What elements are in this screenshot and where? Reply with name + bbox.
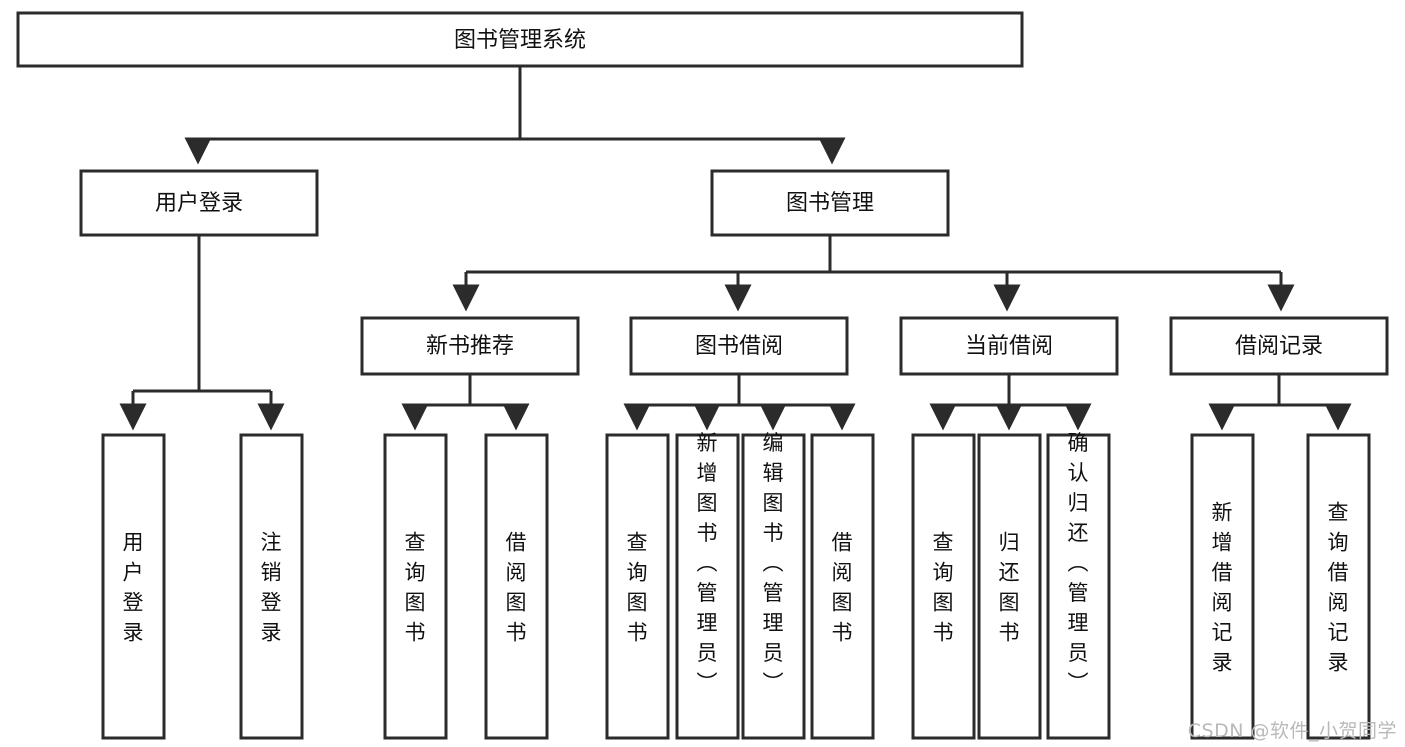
leaf-user-login-box (101, 433, 166, 740)
leaf-current-query-book-box (911, 433, 976, 740)
leaf-current-confirm-return-box (1046, 433, 1111, 740)
leaf-borrow-query-book-label: 查询图书 (627, 531, 648, 645)
leaf-record-add-label: 新增借阅记录 (1212, 501, 1233, 675)
leaf-borrow-query-book[interactable]: 查询图书 (605, 433, 670, 740)
node-current-borrow-label: 当前借阅 (965, 334, 1053, 359)
leaf-borrow-edit-book-box (741, 433, 806, 740)
leaf-current-return-book[interactable]: 归还图书 (977, 433, 1042, 740)
leaf-borrow-add-book-box (675, 433, 740, 740)
node-user-login[interactable]: 用户登录 (79, 169, 319, 237)
leaf-logout-box (239, 433, 304, 740)
leaf-current-query-book[interactable]: 查询图书 (911, 433, 976, 740)
node-current-borrow-box (899, 316, 1119, 376)
connector-book-borrow-to-leaves (623, 374, 856, 431)
node-current-borrow[interactable]: 当前借阅 (899, 316, 1119, 376)
leaf-recommend-borrow-book-box (484, 433, 549, 740)
leaf-recommend-borrow-book[interactable]: 借阅图书 (484, 433, 549, 740)
node-root[interactable]: 图书管理系统 (16, 11, 1024, 68)
node-book-borrow[interactable]: 图书借阅 (629, 316, 849, 376)
leaf-record-query-box (1306, 433, 1371, 740)
node-new-book-recommend-label: 新书推荐 (426, 334, 514, 359)
leaf-logout-label: 注销登录 (261, 531, 282, 645)
leaf-borrow-edit-book-label: 编辑图书︵管理员︶ (763, 431, 784, 695)
leaf-current-return-book-label: 归还图书 (999, 531, 1020, 645)
leaf-borrow-edit-book[interactable]: 编辑图书︵管理员︶ (741, 431, 806, 740)
node-root-box (16, 11, 1024, 68)
node-borrow-record[interactable]: 借阅记录 (1169, 316, 1389, 376)
leaf-borrow-borrow-book-box (810, 433, 875, 740)
leaf-recommend-query-book[interactable]: 查询图书 (383, 433, 448, 740)
leaf-record-add-box (1190, 433, 1255, 740)
node-new-book-recommend-box (360, 316, 580, 376)
connector-new-book-recommend-to-leaves (401, 374, 530, 431)
node-root-label: 图书管理系统 (454, 28, 586, 53)
leaf-current-confirm-return-label: 确认归还︵管理员︶ (1068, 431, 1089, 695)
leaf-borrow-borrow-book-label: 借阅图书 (832, 531, 853, 645)
leaf-borrow-borrow-book[interactable]: 借阅图书 (810, 433, 875, 740)
node-user-login-box (79, 169, 319, 237)
leaf-current-query-book-label: 查询图书 (933, 531, 954, 645)
leaf-borrow-add-book[interactable]: 新增图书︵管理员︶ (675, 431, 740, 740)
connector-user-login-to-leaves (119, 235, 285, 431)
node-borrow-record-label: 借阅记录 (1235, 334, 1323, 359)
leaf-user-login[interactable]: 用户登录 (101, 433, 166, 740)
connector-current-borrow-to-leaves (929, 374, 1092, 431)
leaf-logout[interactable]: 注销登录 (239, 433, 304, 740)
node-book-management[interactable]: 图书管理 (710, 169, 950, 237)
leaf-record-query-label: 查询借阅记录 (1328, 501, 1349, 675)
node-book-borrow-label: 图书借阅 (695, 334, 783, 359)
leaf-user-login-label: 用户登录 (123, 531, 144, 645)
node-user-login-label: 用户登录 (155, 191, 243, 216)
leaf-recommend-borrow-book-label: 借阅图书 (506, 531, 527, 645)
connector-book-management-to-level3 (452, 235, 1295, 312)
node-new-book-recommend[interactable]: 新书推荐 (360, 316, 580, 376)
node-book-management-label: 图书管理 (786, 191, 874, 216)
leaf-current-confirm-return[interactable]: 确认归还︵管理员︶ (1046, 431, 1111, 740)
leaf-recommend-query-book-label: 查询图书 (405, 531, 426, 645)
connector-root-to-level2 (184, 66, 846, 165)
connector-borrow-record-to-leaves (1208, 374, 1352, 431)
leaf-current-return-book-box (977, 433, 1042, 740)
leaf-borrow-query-book-box (605, 433, 670, 740)
leaf-record-query[interactable]: 查询借阅记录 (1306, 433, 1371, 740)
leaf-borrow-add-book-label: 新增图书︵管理员︶ (697, 431, 718, 695)
leaf-recommend-query-book-box (383, 433, 448, 740)
leaf-record-add[interactable]: 新增借阅记录 (1190, 433, 1255, 740)
